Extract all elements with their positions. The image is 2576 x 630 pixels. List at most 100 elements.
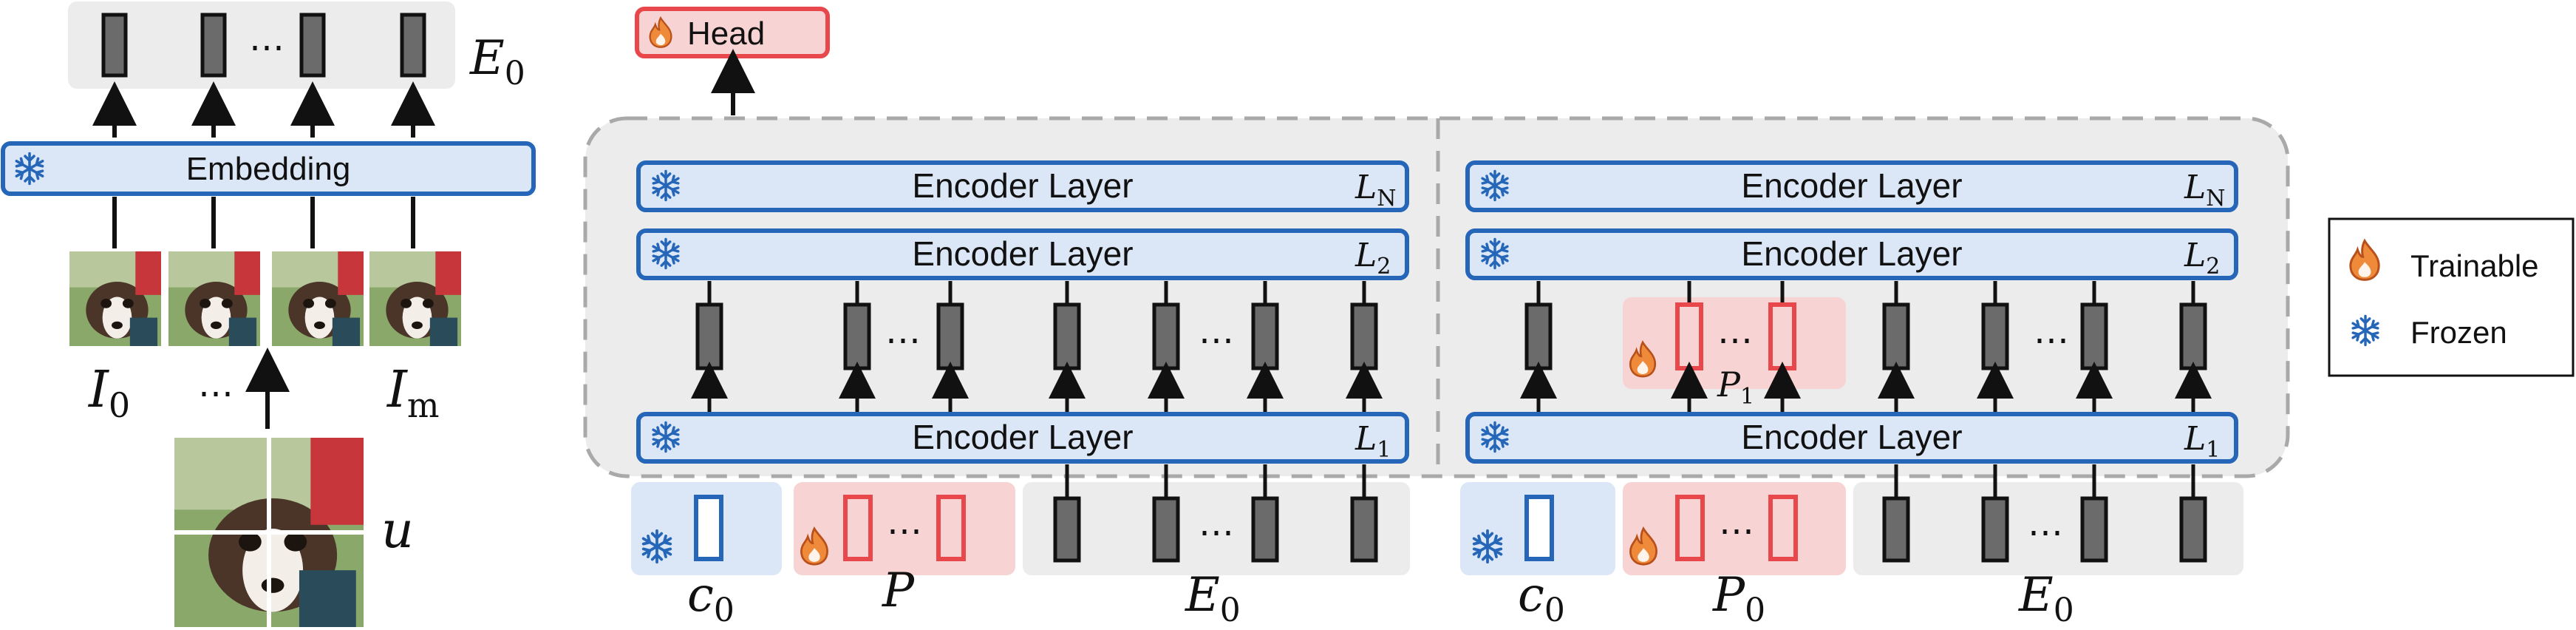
- hidden-token: [695, 302, 723, 370]
- layer-tag-l1: L1: [1355, 420, 1391, 463]
- patch-image-2: [168, 251, 260, 346]
- p1-label: P1: [1717, 365, 1754, 410]
- e0-token-1: [101, 13, 128, 78]
- patch-token: [1882, 496, 1910, 563]
- prompt-p1-token: [1768, 302, 1796, 370]
- encoder-layer-label: Encoder Layer: [1741, 418, 1962, 456]
- hidden-token: [1882, 302, 1910, 370]
- encoder-layer-label: Encoder Layer: [1741, 166, 1962, 205]
- hidden-ellipsis-a2: ⋯: [1199, 321, 1234, 360]
- panel-a: Encoder Layer LN Encoder Layer L2 ⋯ ⋯: [631, 160, 1410, 629]
- encoder-layer-l1: [1465, 412, 2238, 464]
- hidden-token-connectors-b: [1536, 281, 2195, 303]
- patch-token: [1152, 496, 1180, 563]
- legend-frozen-label: Frozen: [2410, 315, 2507, 350]
- hidden-token: [936, 302, 964, 370]
- c0-label-b: c0: [1518, 568, 1565, 629]
- hidden-token: [1152, 302, 1180, 370]
- patch-ellipsis-b: ⋯: [2028, 513, 2063, 552]
- im-label: Im: [386, 361, 440, 425]
- hidden-token: [1524, 302, 1553, 370]
- patch-image-3: [272, 251, 364, 346]
- layer-tag-l2: L2: [1355, 237, 1391, 280]
- patch-input-lines: [112, 197, 415, 248]
- patch-image-4: [369, 251, 461, 346]
- patch-tokens-b: [1882, 496, 2207, 563]
- p-label-a: P: [882, 563, 915, 618]
- patch-image-1: [69, 251, 161, 346]
- prompt-token: [936, 495, 966, 561]
- cls-token: [694, 495, 723, 561]
- e0-token-panel: [68, 1, 455, 89]
- legend-box: [2328, 217, 2575, 377]
- cls-token: [1524, 495, 1554, 561]
- e0-token-3: [299, 13, 326, 78]
- encoder-layer-ln: [636, 160, 1409, 212]
- hidden-ellipsis-a1: ⋯: [885, 321, 921, 360]
- prompt-ellipsis-a: ⋯: [887, 512, 922, 551]
- patch-token: [2080, 496, 2108, 563]
- prompt-p0-ellipsis: ⋯: [1719, 512, 1754, 551]
- layer-tag-l2: L2: [2184, 237, 2220, 280]
- e0-label-b: E0: [2018, 568, 2074, 629]
- p0-label: P0: [1712, 568, 1765, 629]
- prompt-p0-token: [1675, 495, 1705, 561]
- encoder-layer-label: Encoder Layer: [1741, 234, 1962, 273]
- i0-label: I0: [87, 361, 130, 425]
- layer-tag-ln: LN: [1355, 169, 1396, 211]
- e0-label: E0: [469, 31, 525, 92]
- patch-token-panel: [1023, 482, 1410, 575]
- patch-tokens-a: [1053, 496, 1378, 563]
- hidden-token: [2080, 302, 2108, 370]
- head-block: Head: [635, 7, 830, 58]
- patch-ellipsis-a: ⋯: [1199, 513, 1234, 552]
- panel-b: Encoder Layer LN Encoder Layer L2 ⋯ P: [1460, 160, 2243, 629]
- patch-token-panel: [1853, 482, 2243, 575]
- hidden-token: [1350, 302, 1378, 370]
- encoder-layer-l2: [636, 228, 1409, 280]
- patch-token: [2179, 496, 2207, 563]
- input-connectors-a: [1065, 464, 1366, 497]
- e0-token-4: [400, 13, 426, 78]
- e0-ellipsis: ⋯: [249, 28, 284, 67]
- input-connectors-b: [1894, 464, 2195, 497]
- legend: Trainable Frozen: [2328, 217, 2575, 377]
- hidden-token: [843, 302, 871, 370]
- hidden-ellipsis-b: ⋯: [2034, 321, 2069, 360]
- prompt-token: [843, 495, 873, 561]
- hidden-token: [2179, 302, 2207, 370]
- patch-token: [1053, 496, 1081, 563]
- embedding-label: Embedding: [186, 151, 351, 187]
- e0-label-a: E0: [1185, 568, 1241, 629]
- encoder-layer-ln: [1465, 160, 2238, 212]
- patch-token: [1981, 496, 2009, 563]
- embedding-output-arrows: [92, 81, 435, 138]
- u-label: u: [381, 501, 414, 560]
- patch-token: [1350, 496, 1378, 563]
- hidden-token: [1053, 302, 1081, 370]
- prompt-p1-ellipsis: ⋯: [1717, 321, 1753, 360]
- embedding-block: [1, 141, 536, 196]
- i-ellipsis: ⋯: [198, 374, 234, 413]
- c0-label-a: c0: [687, 568, 735, 629]
- hidden-token-connectors-a: [707, 281, 1366, 303]
- prompt-p1-token: [1675, 302, 1703, 370]
- layer1-output-arrows-b: [1520, 362, 2212, 413]
- encoder-layer-label: Encoder Layer: [912, 234, 1133, 273]
- patch-token: [1251, 496, 1279, 563]
- head-label: Head: [687, 16, 765, 52]
- hidden-tokens-b: [1524, 302, 2207, 370]
- encoder-layer-label: Encoder Layer: [912, 166, 1133, 205]
- legend-trainable-label: Trainable: [2410, 248, 2539, 283]
- prompt-p0-token: [1768, 495, 1798, 561]
- hidden-token: [1981, 302, 2009, 370]
- layer1-output-arrows-a: [691, 362, 1383, 413]
- hidden-tokens-a: [695, 302, 1378, 370]
- encoder-layer-label: Encoder Layer: [912, 418, 1133, 456]
- e0-token-2: [200, 13, 227, 78]
- layer-tag-l1: L1: [2184, 420, 2220, 463]
- embedding-diagram: ⋯ E0 Embedding I0 ⋯ Im u: [1, 1, 536, 627]
- layer-tag-ln: LN: [2184, 169, 2225, 211]
- encoder-layer-l2: [1465, 228, 2238, 280]
- encoder-layer-l1: [636, 412, 1409, 464]
